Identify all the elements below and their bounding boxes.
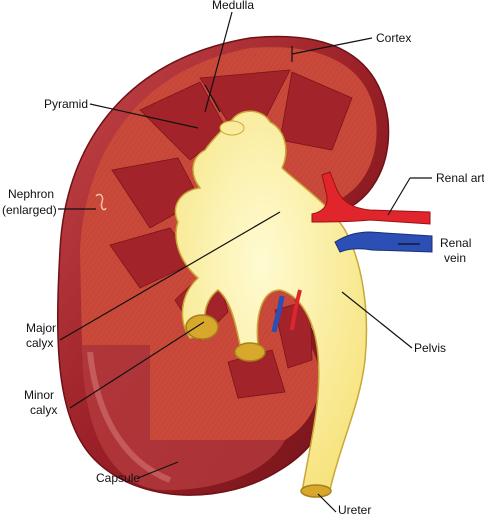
label-capsule: Capsule bbox=[96, 471, 140, 485]
nephron-marker bbox=[95, 193, 107, 211]
label-renal-artery: Renal artery bbox=[436, 171, 484, 185]
label-minor-calyx-line1: Minor bbox=[24, 388, 54, 402]
label-medulla: Medulla bbox=[212, 0, 254, 12]
renal-artery bbox=[311, 171, 431, 225]
ureter-opening bbox=[300, 484, 332, 498]
label-renal-vein-line2: vein bbox=[444, 251, 466, 265]
capsule-cutaway bbox=[82, 345, 285, 491]
label-pelvis: Pelvis bbox=[414, 341, 446, 355]
label-nephron-line2: (enlarged) bbox=[2, 203, 57, 217]
label-cortex: Cortex bbox=[376, 31, 411, 45]
label-nephron-line1: Nephron bbox=[8, 187, 54, 201]
pyramid-upper-right bbox=[279, 71, 353, 151]
minor-calyx-opening-left bbox=[185, 314, 219, 340]
renal-artery-branch bbox=[290, 289, 302, 331]
renal-vein bbox=[334, 231, 433, 253]
label-major-calyx-line1: Major bbox=[26, 321, 56, 335]
minor-calyx-opening-right bbox=[234, 342, 266, 362]
label-pyramid: Pyramid bbox=[44, 97, 88, 111]
leader-lines bbox=[58, 11, 432, 513]
renal-vein-branch bbox=[271, 295, 285, 333]
label-renal-vein-line1: Renal bbox=[440, 236, 471, 250]
label-minor-calyx-line2: calyx bbox=[30, 403, 57, 417]
minor-calyx-opening-top bbox=[219, 120, 245, 136]
label-ureter: Ureter bbox=[338, 503, 371, 517]
label-major-calyx-line2: calyx bbox=[26, 336, 53, 350]
